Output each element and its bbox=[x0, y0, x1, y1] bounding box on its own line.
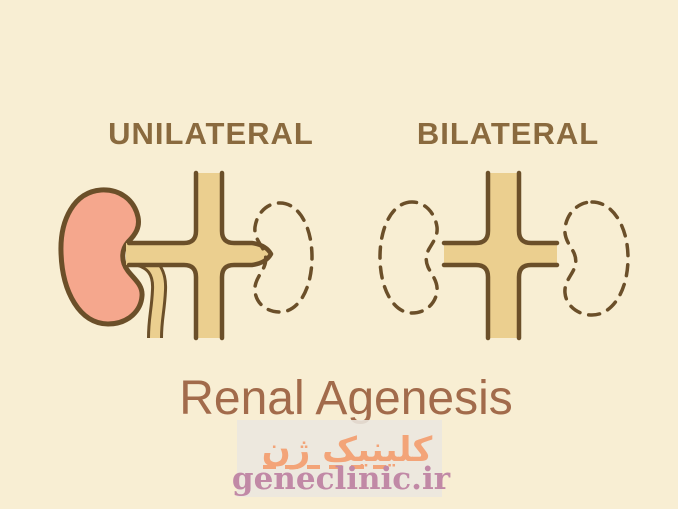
left-aorta-artery-outline bbox=[126, 170, 274, 341]
watermark: کلینیک ژن geneclinic.ir bbox=[232, 420, 451, 497]
unilateral-diagram bbox=[58, 170, 314, 341]
right-aorta-artery-fill bbox=[444, 173, 557, 338]
right-aorta-artery-outline bbox=[441, 170, 560, 341]
bilateral-diagram bbox=[378, 170, 630, 341]
watermark-background bbox=[237, 420, 442, 497]
bilateral-heading: BILATERAL bbox=[417, 116, 599, 151]
left-absent-kidney-dashed-outline bbox=[253, 201, 314, 314]
watermark-site-name: geneclinic.ir bbox=[232, 461, 451, 497]
bilateral-absent-kidney-right-dashed-outline bbox=[563, 200, 630, 317]
left-kidney-shape bbox=[58, 187, 145, 327]
caption-renal-agenesis: Renal Agenesis bbox=[179, 372, 513, 425]
unilateral-heading: UNILATERAL bbox=[108, 116, 314, 151]
bilateral-absent-kidney-left-dashed-outline bbox=[378, 200, 439, 315]
left-aorta-artery-fill bbox=[126, 173, 271, 338]
watermark-persian-name: کلینیک ژن bbox=[262, 430, 433, 470]
